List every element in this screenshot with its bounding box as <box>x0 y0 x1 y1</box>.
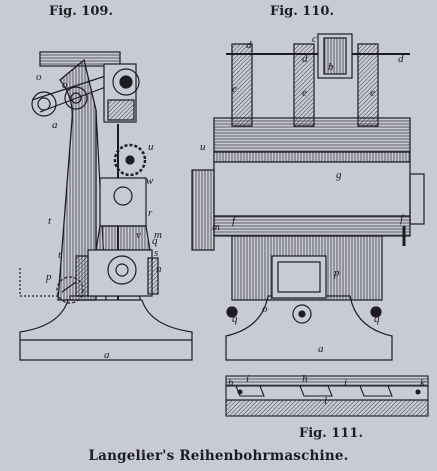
reference-letter: t <box>58 249 62 261</box>
figure-110-caption: Fig. 110. <box>270 4 334 19</box>
plate-title: Langelier's Reihenbohrmaschine. <box>88 448 349 464</box>
reference-letter: d <box>398 53 404 65</box>
reference-letter: q <box>232 313 238 325</box>
figure-110-drawing <box>191 33 425 361</box>
reference-letter: l <box>324 395 327 407</box>
figure-109-drawing <box>19 51 193 361</box>
reference-letter: g <box>336 169 342 181</box>
reference-letter: i <box>246 373 249 385</box>
figure-111-caption: Fig. 111. <box>299 426 363 441</box>
reference-letter: u <box>148 141 154 153</box>
reference-letter: t <box>48 215 52 227</box>
reference-letter: n <box>156 263 162 275</box>
reference-letter: p <box>45 271 52 283</box>
reference-letter: h <box>228 377 234 389</box>
reference-letter: c <box>312 33 317 45</box>
reference-letter: f <box>232 215 237 227</box>
reference-letter: e <box>370 87 375 99</box>
reference-letter: a <box>52 119 58 131</box>
reference-letter: a <box>104 349 110 361</box>
reference-letter: a <box>318 343 324 355</box>
reference-letter: s <box>154 247 158 259</box>
reference-letter: w <box>146 175 154 187</box>
reference-letter: r <box>148 207 153 219</box>
reference-letter: u <box>200 141 206 153</box>
reference-letter: v <box>136 229 141 241</box>
reference-letter: k <box>420 377 426 389</box>
reference-letter: d <box>302 53 308 65</box>
reference-letter: q <box>152 235 158 247</box>
reference-letter: i <box>344 377 347 389</box>
reference-letter: e <box>232 83 237 95</box>
reference-letter: p <box>333 267 340 279</box>
reference-letter: d <box>246 39 252 51</box>
reference-letter: b <box>328 61 334 73</box>
reference-letter: m <box>154 229 162 241</box>
reference-letter: o <box>62 79 68 91</box>
reference-letter: h <box>302 373 308 385</box>
figure-109-caption: Fig. 109. <box>49 4 113 19</box>
reference-letter: o <box>262 303 268 315</box>
reference-letter: f <box>400 213 405 225</box>
figure-111-drawing <box>225 375 429 417</box>
reference-letter: q <box>374 313 380 325</box>
reference-letter: e <box>302 87 307 99</box>
reference-letter: m <box>212 221 220 233</box>
reference-letter: o <box>36 71 42 83</box>
